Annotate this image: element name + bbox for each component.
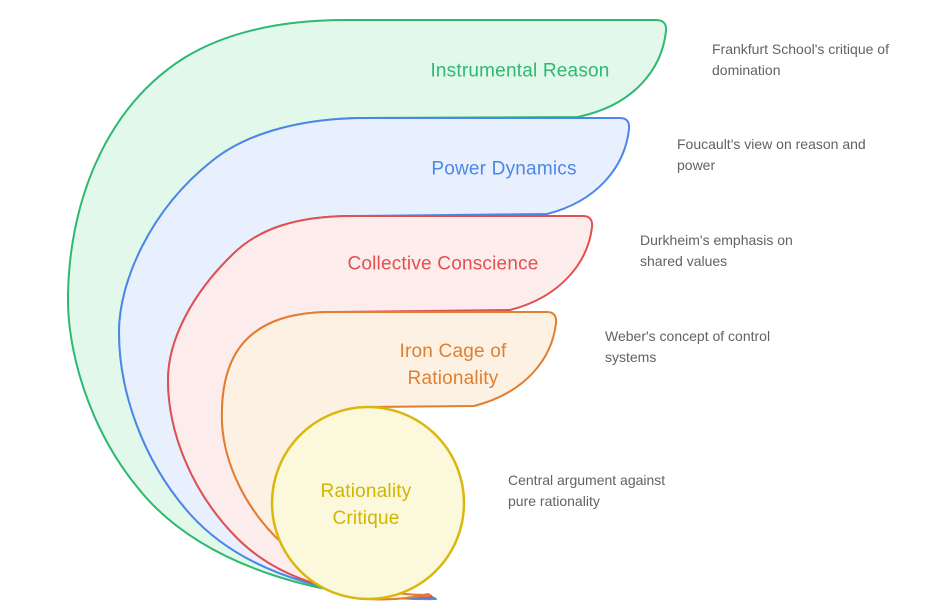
annotation-power-dynamics: Foucault's view on reason and power [677, 134, 866, 176]
layer-label-power-dynamics: Power Dynamics [431, 158, 577, 180]
layer-label-instrumental-reason: Instrumental Reason [430, 60, 610, 82]
annotation-line: Frankfurt School's critique of [712, 41, 889, 57]
annotation-line: Central argument against [508, 472, 666, 488]
annotation-collective-conscience: Durkheim's emphasis on shared values [640, 230, 793, 272]
annotation-line: Weber's concept of control [605, 328, 771, 344]
annotation-line: power [677, 157, 716, 173]
annotation-iron-cage-of-rationality: Weber's concept of control systems [605, 326, 770, 368]
layer-label-collective-conscience: Collective Conscience [347, 253, 539, 275]
annotation-line: shared values [640, 253, 728, 269]
annotation-rationality-critique: Central argument against pure rationalit… [508, 470, 665, 512]
annotation-line: domination [712, 62, 781, 78]
layer-label-rationality-critique: Rationality Critique [320, 481, 412, 529]
annotation-instrumental-reason: Frankfurt School's critique of dominatio… [712, 39, 889, 81]
layer-label-iron-cage-of-rationality: Iron Cage of Rationality [399, 341, 507, 389]
annotation-line: Durkheim's emphasis on [640, 232, 793, 248]
annotation-line: systems [605, 349, 657, 365]
annotation-line: Foucault's view on reason and [677, 136, 866, 152]
layer-shape-rationality-critique [270, 405, 466, 601]
annotation-line: pure rationality [508, 493, 600, 509]
